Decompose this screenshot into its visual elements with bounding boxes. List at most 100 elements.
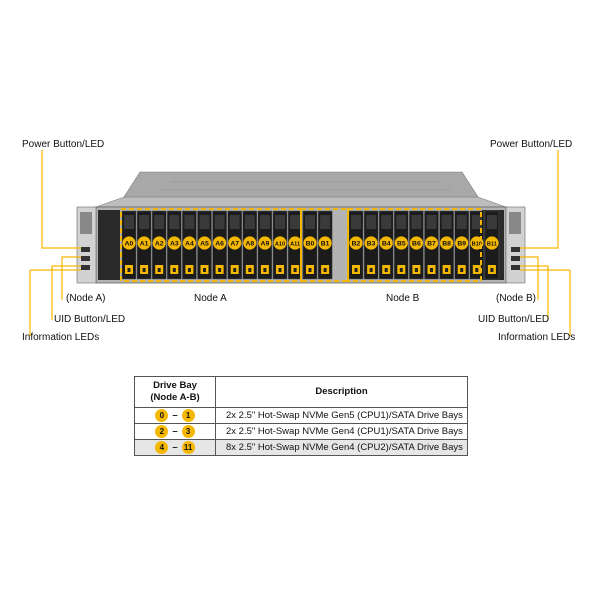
drive-bay-latch: [426, 215, 437, 229]
bay-release-dot: [248, 268, 252, 272]
bay-label-badge: [409, 236, 423, 250]
bay-release-dot: [460, 268, 464, 272]
bay-release-dot: [187, 268, 191, 272]
node-b-label: Node B: [386, 293, 420, 304]
bay-label-text: A4: [185, 241, 194, 248]
bay-label-text: B8: [442, 241, 451, 248]
bay-label-badge: [213, 236, 227, 250]
bay-label-text: A3: [170, 241, 179, 248]
bay-label-badge: [182, 236, 196, 250]
chassis-top: [95, 196, 507, 208]
bay-release-dot: [354, 268, 358, 272]
drive-bay-latch: [305, 215, 315, 229]
uid-button-label-right: UID Button/LED: [478, 314, 550, 325]
bay-label-badge: [258, 236, 272, 250]
bay-label-text: A2: [155, 241, 164, 248]
table-row: 2–3 2x 2.5" Hot-Swap NVMe Gen4 (CPU1)/SA…: [134, 423, 468, 441]
bay-label-badge: [122, 236, 136, 250]
bay-label-badge: [424, 236, 439, 250]
drive-bay-header: Drive Bay (Node A-B): [134, 376, 216, 408]
bay-label-badge: [485, 236, 499, 250]
bay-label-badge: [167, 236, 181, 250]
bay-label-text: B4: [382, 241, 391, 248]
bay-badge-to: 3: [181, 425, 195, 439]
bay-label-text: B0: [306, 241, 315, 248]
bay-range-cell: 2–3: [134, 423, 216, 441]
bay-release-dot: [233, 268, 237, 272]
bay-label-badge: [152, 236, 166, 250]
drive-bay-latch: [471, 215, 482, 229]
drive-bay-latch: [366, 215, 377, 229]
bay-label-text: B2: [352, 241, 361, 248]
bay-range-cell: 0–1: [134, 406, 216, 425]
bay-label-text: B5: [397, 241, 406, 248]
info-leds-label-right: Information LEDs: [498, 332, 576, 343]
bay-label-text: B9: [457, 241, 466, 248]
drive-bay-latch: [411, 215, 422, 229]
bay-label-badge: [318, 236, 332, 250]
bay-release-dot: [490, 268, 494, 272]
table-row: 0–1 2x 2.5" Hot-Swap NVMe Gen5 (CPU1)/SA…: [134, 406, 468, 425]
drive-bay-latch: [381, 215, 392, 229]
drive-bay-latch: [290, 215, 301, 229]
bay-label-badge: [288, 236, 302, 250]
bay-release-dot: [263, 268, 267, 272]
bay-release-dot: [414, 268, 418, 272]
bay-release-dot: [127, 268, 131, 272]
bay-label-text: B3: [367, 241, 376, 248]
right-callout-lines: [520, 150, 571, 336]
drive-bay-latch: [229, 215, 240, 229]
power-button-label-right: Power Button/LED: [490, 139, 573, 150]
bay-release-dot: [218, 268, 222, 272]
bay-label-text: A6: [215, 241, 224, 248]
drive-bay-latch: [396, 215, 407, 229]
bay-release-dot: [308, 268, 312, 272]
bay-range-cell: 4–11: [134, 439, 216, 457]
description-cell: 8x 2.5" Hot-Swap NVMe Gen4 (CPU2)/SATA D…: [215, 439, 468, 457]
drive-bay-latch: [244, 215, 255, 229]
bay-release-dot: [384, 268, 388, 272]
bay-label-text: A9: [261, 241, 270, 248]
drive-bay-latch: [441, 215, 452, 229]
bay-release-dot: [293, 268, 297, 272]
drive-bay-latch: [124, 215, 134, 229]
table-row: 4–11 8x 2.5" Hot-Swap NVMe Gen4 (CPU2)/S…: [134, 439, 468, 457]
bay-release-dot: [172, 268, 176, 272]
drive-bay-latch: [456, 215, 467, 229]
bay-badge-from: 2: [155, 425, 169, 439]
drive-bay-latch: [351, 215, 361, 229]
bay-release-dot: [157, 268, 161, 272]
power-button-icon-right: [511, 247, 520, 252]
drive-bay-latch: [275, 215, 285, 229]
bay-release-dot: [399, 268, 403, 272]
left-vent: [98, 210, 120, 280]
bay-release-dot: [278, 268, 282, 272]
bay-label-badge: [349, 236, 363, 250]
drive-bay-latch: [169, 215, 180, 229]
uid-button-label-left: UID Button/LED: [54, 314, 126, 325]
bay-release-dot: [475, 268, 479, 272]
node-a-side-label: (Node A): [66, 293, 106, 304]
bay-label-badge: [273, 236, 287, 250]
drive-bay-header-sub: (Node A-B): [150, 392, 200, 403]
drive-bay-latch: [154, 215, 165, 229]
bay-label-text: B1: [321, 241, 330, 248]
node-a-label: Node A: [194, 293, 227, 304]
drive-bay-header-title: Drive Bay: [153, 380, 197, 391]
info-leds-label-left: Information LEDs: [22, 332, 100, 343]
drive-bay-latch: [139, 215, 150, 229]
bay-label-text: A8: [245, 241, 254, 248]
bay-badge-to: 11: [181, 441, 195, 455]
bay-label-badge: [394, 236, 408, 250]
info-led-icon-left: [81, 265, 90, 270]
chassis-lid: [123, 171, 479, 198]
bay-badge-from: 0: [155, 409, 169, 422]
bay-label-text: B10: [472, 242, 482, 248]
drive-bay-latch: [259, 215, 270, 229]
drive-bay-table: Drive Bay (Node A-B) Description 0–1 2x …: [134, 376, 468, 457]
node-b-side-label: (Node B): [496, 293, 537, 304]
drive-bay-latch: [199, 215, 210, 229]
bay-label-text: A10: [275, 242, 285, 248]
description-header: Description: [215, 376, 468, 408]
bay-badge-to: 1: [181, 409, 195, 422]
